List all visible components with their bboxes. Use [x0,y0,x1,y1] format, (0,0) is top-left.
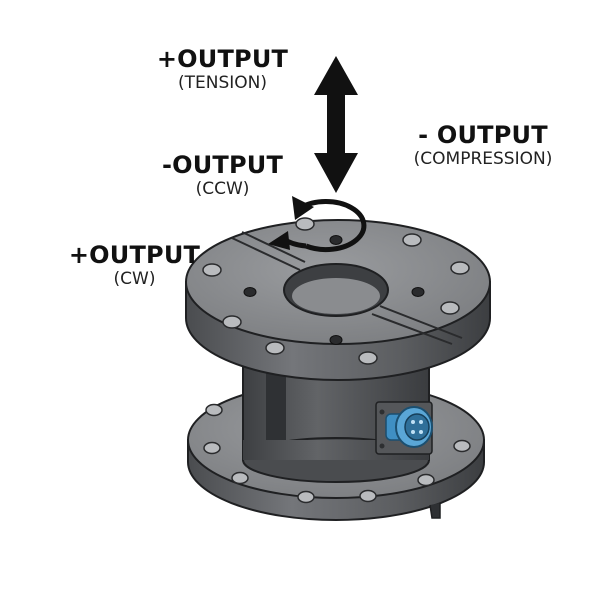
double-headed-vertical-arrow-icon [314,56,358,193]
tension-label: +OUTPUT (TENSION) [140,46,305,94]
ccw-label-main: -OUTPUT [161,151,284,179]
connector-icon [375,401,433,455]
tension-label-main: +OUTPUT [156,45,289,73]
cw-label: +OUTPUT (CW) [52,242,217,290]
compression-label-main: - OUTPUT [418,121,548,149]
ccw-label: -OUTPUT (CCW) [140,152,305,200]
circular-rotation-arrow-icon [268,196,367,253]
tension-label-sub: (TENSION) [177,73,267,93]
compression-label: - OUTPUT (COMPRESSION) [388,122,578,170]
cw-label-sub: (CW) [113,269,156,289]
top-flange [185,217,491,381]
cw-label-main: +OUTPUT [68,241,201,269]
ccw-label-sub: (CCW) [195,179,250,199]
compression-label-sub: (COMPRESSION) [413,149,553,169]
